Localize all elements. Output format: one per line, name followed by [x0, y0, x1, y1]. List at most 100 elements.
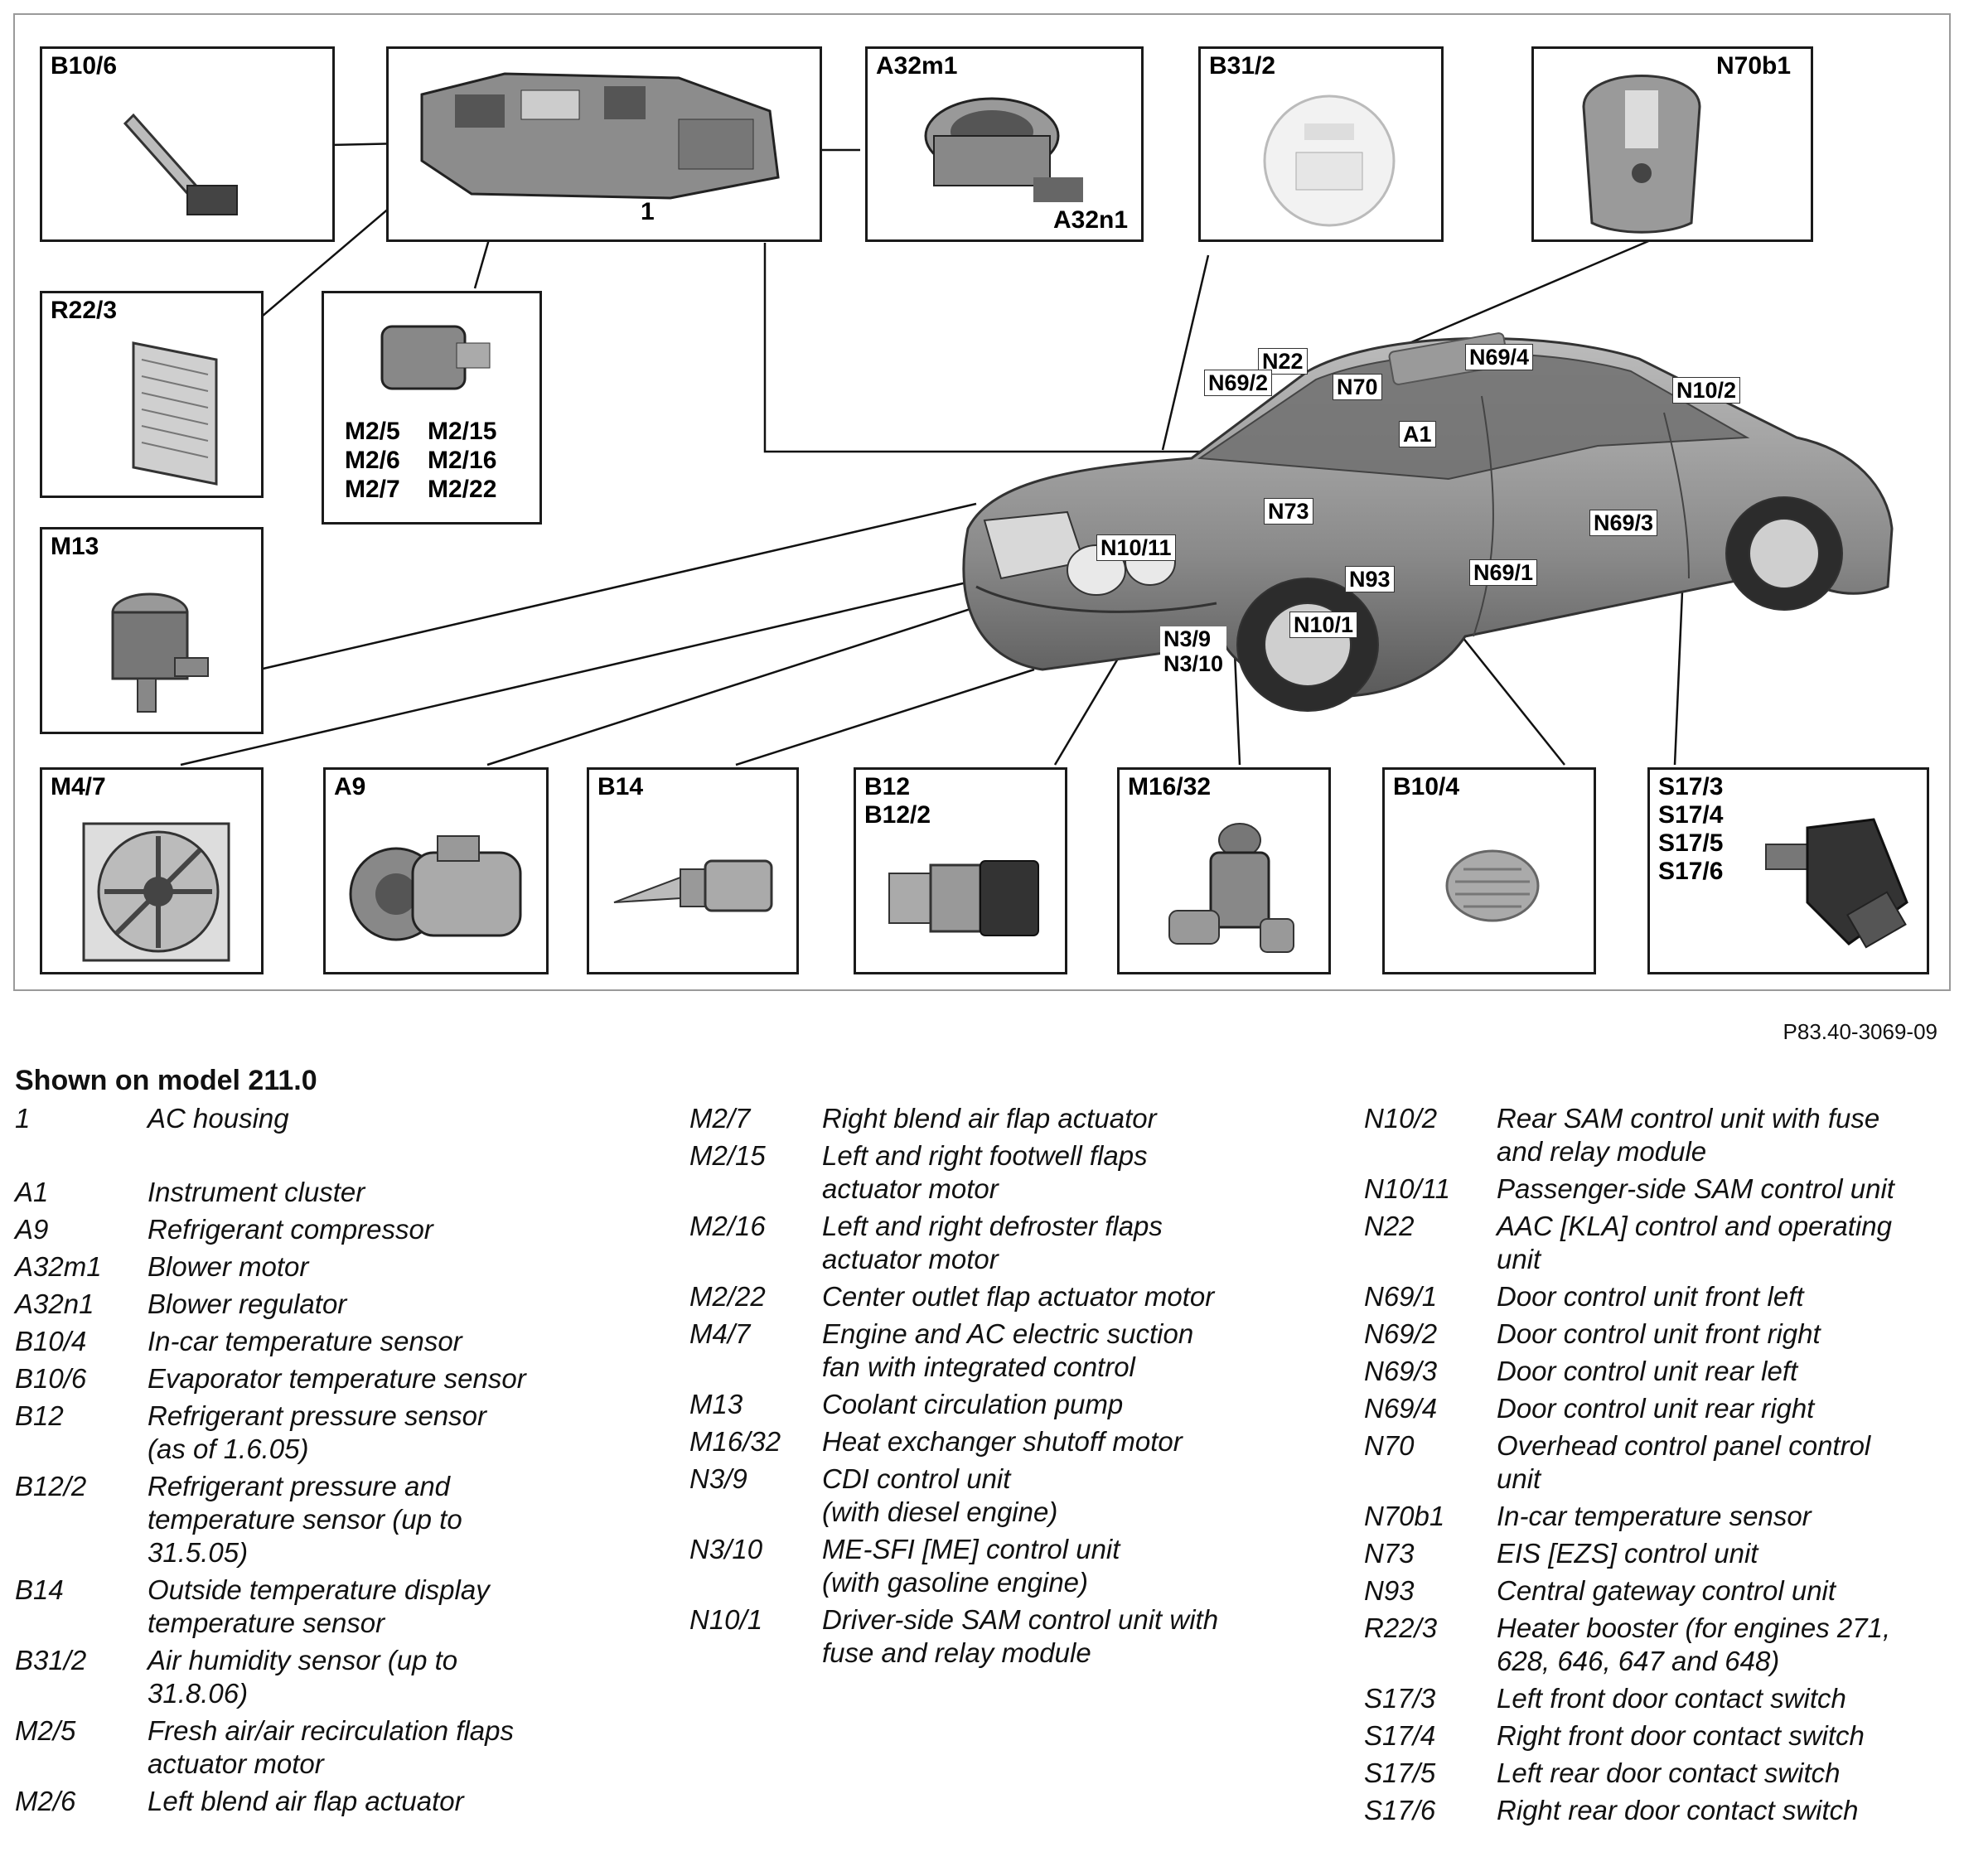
legend-item-code: B31/2 — [15, 1645, 87, 1675]
legend-item-description: Right front door contact switch — [1497, 1720, 1865, 1751]
legend-item-code: N22 — [1364, 1211, 1415, 1241]
legend-item-description: Left blend air flap actuator — [148, 1786, 464, 1816]
m2-label-5: M2/7 — [345, 476, 400, 503]
legend-item-description: Center outlet flap actuator motor — [822, 1281, 1215, 1312]
component-box-m16-32: M16/32 — [1117, 767, 1331, 974]
box-label: M13 — [51, 533, 99, 560]
legend-item-description: Refrigerant pressure and temperature sen… — [148, 1471, 462, 1568]
legend-item-description: Engine and AC electric suction fan with … — [822, 1318, 1194, 1382]
m2-label-4: M2/16 — [428, 447, 497, 474]
m2-label-2: M2/15 — [428, 418, 497, 445]
legend-item-description: Left and right defroster flaps actuator … — [822, 1211, 1163, 1274]
component-locator-figure: N22 N70 N69/4 N69/2 A1 N10/2 N73 N69/3 N… — [13, 13, 1951, 991]
legend-item-description: ME-SFI [ME] control unit (with gasoline … — [822, 1534, 1120, 1598]
component-box-a32: A32m1 A32n1 — [865, 46, 1144, 242]
flap-actuator-motor-image — [380, 325, 491, 390]
component-box-n70b1: N70b1 — [1531, 46, 1813, 242]
callout-n70: N70 — [1333, 374, 1382, 400]
callout-n10-1: N10/1 — [1289, 612, 1358, 638]
legend-item-description: Overhead control panel control unit — [1497, 1430, 1871, 1494]
box-label: S17/3 S17/4 S17/5 S17/6 — [1658, 773, 1724, 885]
legend-item-code: M2/7 — [689, 1103, 751, 1134]
coolant-circulation-pump-image — [111, 592, 209, 713]
legend-item-code: B10/4 — [15, 1326, 87, 1356]
legend-item: M2/22 Center outlet flap actuator motor — [689, 1280, 1352, 1313]
component-box-b10-6: B10/6 — [40, 46, 335, 242]
legend-item-description: Refrigerant compressor — [148, 1214, 433, 1245]
box-label-a32m1: A32m1 — [876, 52, 958, 80]
box-label: B10/4 — [1393, 773, 1460, 800]
legend-item-code: B10/6 — [15, 1363, 87, 1394]
legend-item-description: Blower regulator — [148, 1289, 347, 1319]
callout-n3: N3/9 N3/10 — [1160, 626, 1227, 676]
legend-item-code: R22/3 — [1364, 1612, 1438, 1643]
legend-item-description: Right blend air flap actuator — [822, 1103, 1157, 1134]
m2-label-3: M2/6 — [345, 447, 400, 474]
legend-item: A32n1 Blower regulator — [15, 1288, 653, 1321]
legend-item-code: B14 — [15, 1574, 64, 1605]
refrigerant-compressor-image — [349, 835, 522, 941]
component-box-b31-2: B31/2 — [1198, 46, 1444, 242]
legend-item-code: N3/10 — [689, 1534, 763, 1564]
legend-item-code: N3/9 — [689, 1463, 747, 1494]
callout-n10-2: N10/2 — [1672, 377, 1741, 404]
legend-item-description: Driver-side SAM control unit with fuse a… — [822, 1604, 1219, 1668]
legend-item: B14 Outside temperature display temperatu… — [15, 1574, 653, 1640]
legend-item-description: In-car temperature sensor — [1497, 1501, 1812, 1531]
outside-temperature-sensor-image — [613, 859, 773, 912]
callout-n93: N93 — [1345, 566, 1395, 592]
legend-item-description: Left and right footwell flaps actuator m… — [822, 1140, 1148, 1204]
component-box-m2-actuators: M2/5 M2/15 M2/6 M2/16 M2/7 M2/22 — [322, 291, 542, 525]
legend-item-code: M2/22 — [689, 1281, 766, 1312]
legend-item-code: N10/1 — [689, 1604, 763, 1635]
legend-item-code: 1 — [15, 1103, 31, 1134]
blower-motor-image — [924, 97, 1083, 202]
box-label-ac-housing: 1 — [641, 198, 655, 225]
legend-item-description: Evaporator temperature sensor — [148, 1363, 526, 1394]
legend-item-description: Central gateway control unit — [1497, 1575, 1836, 1606]
legend-item-description: Outside temperature display temperature … — [148, 1574, 490, 1638]
legend-item: 1 AC housing — [15, 1102, 653, 1135]
legend-item-code: N69/2 — [1364, 1318, 1438, 1349]
legend-item-description: AC housing — [148, 1103, 289, 1134]
component-box-b10-4: B10/4 — [1382, 767, 1596, 974]
door-contact-switch-image — [1765, 818, 1908, 949]
legend-item: N10/1 Driver-side SAM control unit with f… — [689, 1603, 1352, 1670]
box-label: N70b1 — [1716, 52, 1792, 80]
legend-item-code: N70b1 — [1364, 1501, 1445, 1531]
in-car-temperature-sensor-image — [1445, 849, 1540, 922]
legend-item-description: Door control unit front right — [1497, 1318, 1821, 1349]
legend-item-description: In-car temperature sensor — [148, 1326, 462, 1356]
callout-a1: A1 — [1399, 421, 1436, 447]
legend-item-code: B12 — [15, 1400, 64, 1431]
legend-item-description: Fresh air/air recirculation flaps actuat… — [148, 1715, 514, 1779]
legend-item-code: A9 — [15, 1214, 49, 1245]
component-box-s17: S17/3 S17/4 S17/5 S17/6 — [1647, 767, 1929, 974]
component-box-m4-7: M4/7 — [40, 767, 264, 974]
legend-item-code: N69/3 — [1364, 1356, 1438, 1386]
box-label: R22/3 — [51, 297, 118, 324]
suction-fan-image — [82, 822, 230, 962]
component-box-ac-housing: 1 — [386, 46, 822, 242]
component-box-b14: B14 — [587, 767, 799, 974]
legend-item-code: A32n1 — [15, 1289, 94, 1319]
legend-item: A9 Refrigerant compressor — [15, 1213, 653, 1246]
